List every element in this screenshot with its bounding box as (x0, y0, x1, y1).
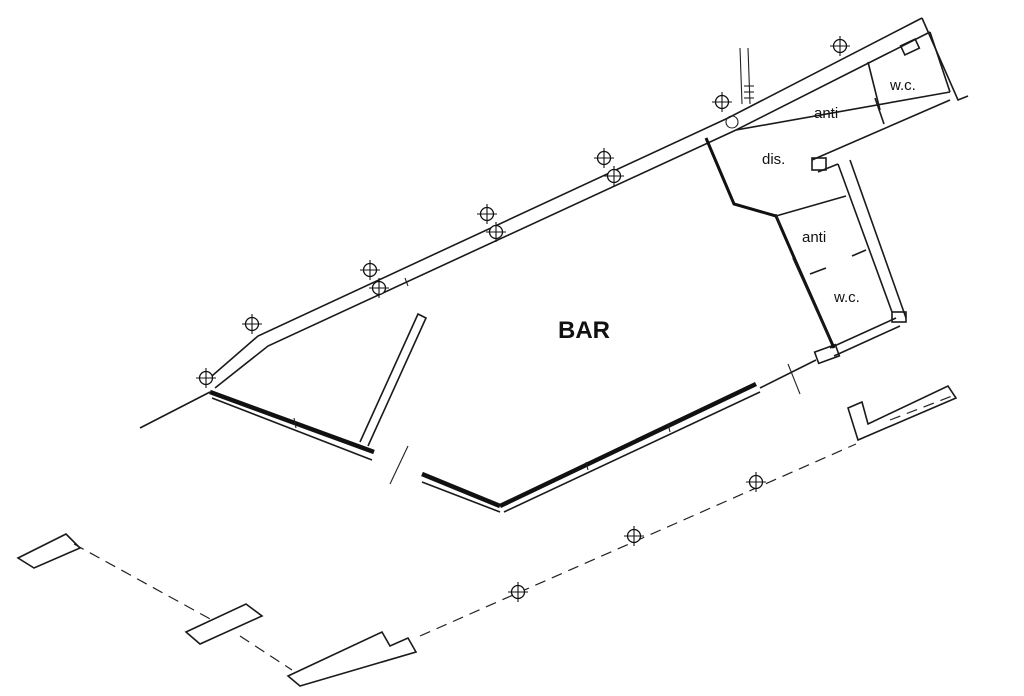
columns (196, 36, 850, 602)
room-label-wc-lower: w.c. (833, 289, 860, 306)
room-label-anti-lower: anti (802, 229, 826, 246)
room-label-dis: dis. (762, 151, 785, 168)
column-marker (242, 314, 262, 334)
lower-facade (139, 312, 817, 513)
column-marker (712, 92, 732, 112)
column-marker (360, 260, 380, 280)
column-marker (508, 582, 528, 602)
service-block-walls (704, 17, 969, 365)
column-marker (369, 278, 389, 298)
column-marker (624, 526, 644, 546)
column-marker (196, 368, 216, 388)
column-marker (604, 166, 624, 186)
column-marker (477, 204, 497, 224)
dashed-outline (16, 384, 958, 687)
column-marker (746, 472, 766, 492)
room-label-wc-upper: w.c. (889, 77, 916, 94)
column-marker (486, 222, 506, 242)
room-label-anti-upper: anti (814, 105, 838, 122)
room-label-bar: BAR (558, 317, 610, 344)
column-marker (830, 36, 850, 56)
column-marker (594, 148, 614, 168)
